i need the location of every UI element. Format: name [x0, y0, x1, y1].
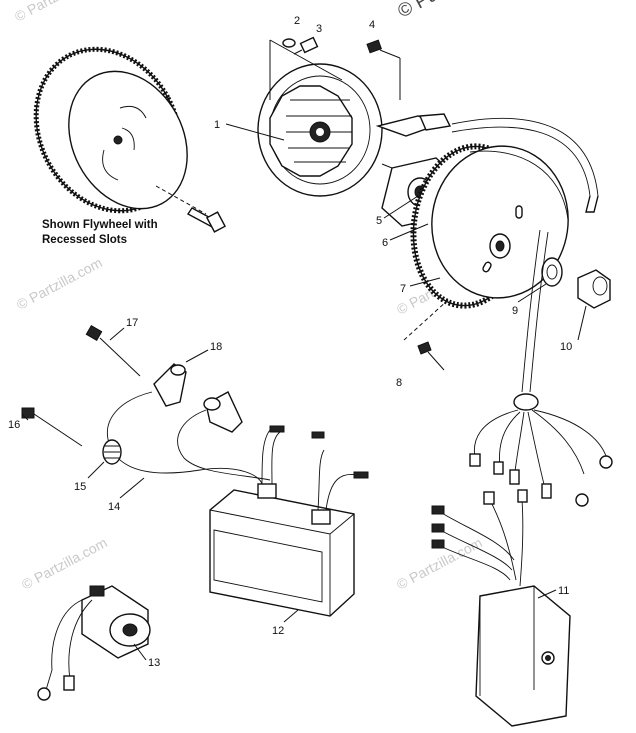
- stator-screw-3: [293, 36, 319, 55]
- spark-plug-cap-2: [203, 391, 243, 433]
- callout-10-label: 10: [560, 341, 572, 353]
- callout-10: 10: [560, 305, 587, 353]
- callout-16-label: 16: [8, 419, 20, 431]
- washer: [541, 257, 563, 287]
- callout-9-label: 9: [512, 305, 518, 317]
- callout-6: 6: [382, 223, 429, 249]
- callout-12: 12: [272, 609, 299, 637]
- callout-3: 3: [316, 23, 322, 35]
- mounting-bolt: [403, 299, 449, 371]
- callout-17: 17: [109, 317, 138, 341]
- callout-6-label: 6: [382, 237, 388, 249]
- leader-lines-4: [379, 49, 401, 100]
- callout-13-label: 13: [148, 657, 160, 669]
- flywheel-recessed-slots: [33, 46, 188, 214]
- callout-12-label: 12: [272, 625, 284, 637]
- callout-18: 18: [185, 341, 222, 363]
- callout-11: 11: [537, 585, 569, 599]
- callout-8-label: 8: [396, 377, 402, 389]
- cdi-module: [475, 585, 571, 727]
- cdi-wire-bundle: [431, 489, 528, 587]
- flywheel-main: [410, 143, 569, 309]
- caption-line-1: Shown Flywheel with: [42, 219, 158, 231]
- callout-18-label: 18: [210, 341, 222, 353]
- callout-2: 2: [294, 15, 300, 27]
- callout-9: 9: [512, 283, 547, 317]
- callout-1-label: 1: [214, 119, 220, 131]
- screw-16: [21, 407, 83, 447]
- callout-8: 8: [396, 377, 402, 389]
- stator-assembly: [257, 63, 383, 197]
- callout-15-label: 15: [74, 481, 86, 493]
- stator-screw-2: [282, 38, 296, 48]
- watermark-faint-3: © Partzilla.com: [19, 534, 110, 592]
- watermark-faint-2: © Partzilla.com: [14, 254, 105, 312]
- starter-solenoid: [37, 585, 151, 701]
- callout-11-label: 11: [558, 585, 569, 597]
- callout-2-label: 2: [294, 15, 300, 27]
- callout-7-label: 7: [400, 283, 406, 295]
- caption-line-2: Recessed Slots: [42, 234, 127, 246]
- callout-13: 13: [133, 643, 160, 669]
- callout-14-label: 14: [108, 501, 120, 513]
- callout-5-label: 5: [376, 215, 382, 227]
- callout-3-label: 3: [316, 23, 322, 35]
- screw-4: [366, 39, 382, 54]
- flywheel-bolt: [155, 185, 227, 233]
- watermark-main: © Partzilla.com: [394, 0, 517, 22]
- callout-4: 4: [369, 19, 375, 31]
- callout-5: 5: [376, 195, 419, 227]
- ignition-coil: [209, 425, 369, 617]
- flywheel-nut: [577, 269, 611, 309]
- high-tension-wire: [102, 391, 271, 485]
- screw-17: [85, 324, 141, 377]
- callout-7: 7: [400, 277, 441, 295]
- callout-15: 15: [74, 461, 105, 493]
- callout-14: 14: [108, 477, 145, 513]
- main-harness-cable: [469, 229, 613, 507]
- callout-17-label: 17: [126, 317, 138, 329]
- stator-wire-harness: [375, 113, 599, 213]
- leader-lines-2-3: [269, 39, 343, 100]
- callout-16: 16: [8, 413, 29, 431]
- spark-plug-cap-1: [153, 363, 187, 407]
- callout-1: 1: [214, 119, 285, 141]
- watermark-faint-1: © Partzilla.com: [12, 0, 103, 25]
- callout-4-label: 4: [369, 19, 375, 31]
